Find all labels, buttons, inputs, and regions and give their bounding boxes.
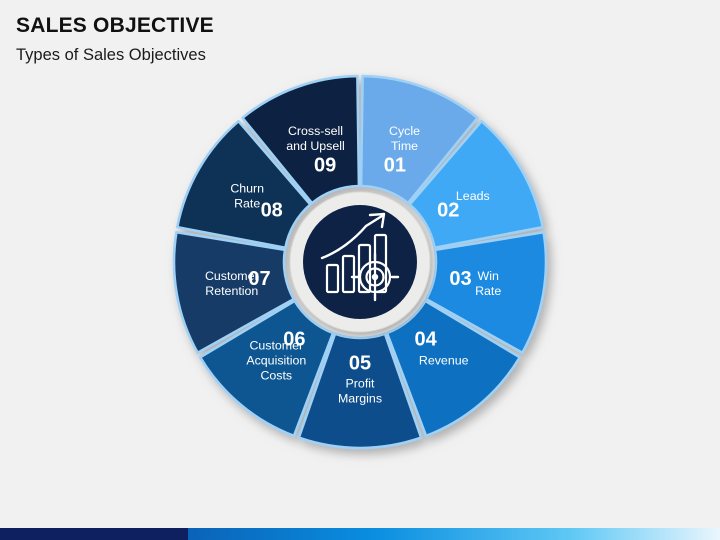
petal-number-09: 09	[314, 154, 336, 176]
petal-02[interactable]	[408, 119, 545, 250]
petal-number-08: 08	[261, 199, 283, 221]
petal-number-07: 07	[248, 268, 270, 290]
footer-bar-gradient	[188, 528, 720, 540]
petal-label-02: Leads	[456, 189, 490, 203]
footer-accent-bar	[0, 528, 720, 540]
page-subtitle: Types of Sales Objectives	[16, 46, 206, 65]
petal-09[interactable]	[241, 74, 361, 205]
petal-number-02: 02	[437, 199, 459, 221]
petal-05[interactable]	[297, 332, 423, 450]
petal-number-05: 05	[349, 352, 371, 374]
header: SALES OBJECTIVE Types of Sales Objective…	[16, 14, 436, 64]
petal-number-01: 01	[384, 154, 406, 176]
petal-03[interactable]	[425, 230, 548, 355]
petal-04[interactable]	[385, 299, 522, 438]
petal-number-06: 06	[283, 328, 305, 350]
growth-chart-target-icon	[320, 212, 400, 302]
petal-06[interactable]	[198, 299, 335, 438]
petal-number-04: 04	[414, 328, 437, 350]
petal-07[interactable]	[172, 230, 295, 355]
footer-bar-navy	[0, 528, 188, 540]
petal-label-04: Revenue	[419, 354, 469, 368]
petal-01[interactable]	[359, 74, 479, 205]
page-title: SALES OBJECTIVE	[16, 14, 214, 37]
petal-group	[172, 74, 548, 450]
petal-number-03: 03	[449, 268, 471, 290]
target-crosshair-icon	[350, 252, 400, 302]
petal-08[interactable]	[175, 119, 312, 250]
